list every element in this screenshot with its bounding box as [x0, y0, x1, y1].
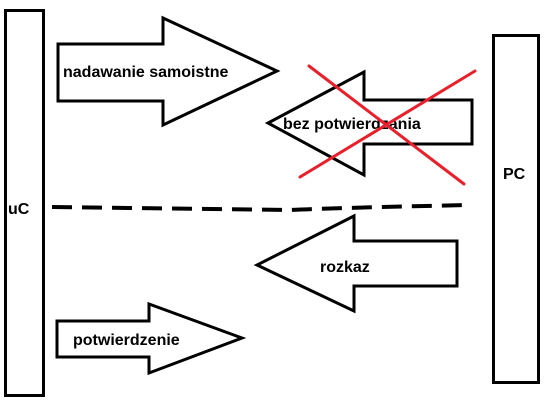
- dashed-divider: [51, 203, 471, 213]
- pc-box: [492, 34, 540, 384]
- uc-box-label: uC: [8, 201, 30, 218]
- command-arrow: [253, 213, 459, 314]
- confirmation-label: potwierdzenie: [73, 332, 180, 349]
- unconfirmed-arrow: [264, 69, 474, 178]
- cross-out-mark: [298, 64, 477, 186]
- cross-out-stroke-2: [298, 69, 477, 179]
- pc-box-label: PC: [503, 166, 526, 183]
- autonomous-send-arrow: [56, 15, 281, 128]
- command-label: rozkaz: [320, 259, 370, 276]
- confirmation-arrow: [55, 301, 247, 376]
- unconfirmed-label: bez potwierdzania: [283, 116, 421, 133]
- uc-box: [4, 9, 45, 397]
- autonomous-send-label: nadawanie samoistne: [63, 64, 228, 81]
